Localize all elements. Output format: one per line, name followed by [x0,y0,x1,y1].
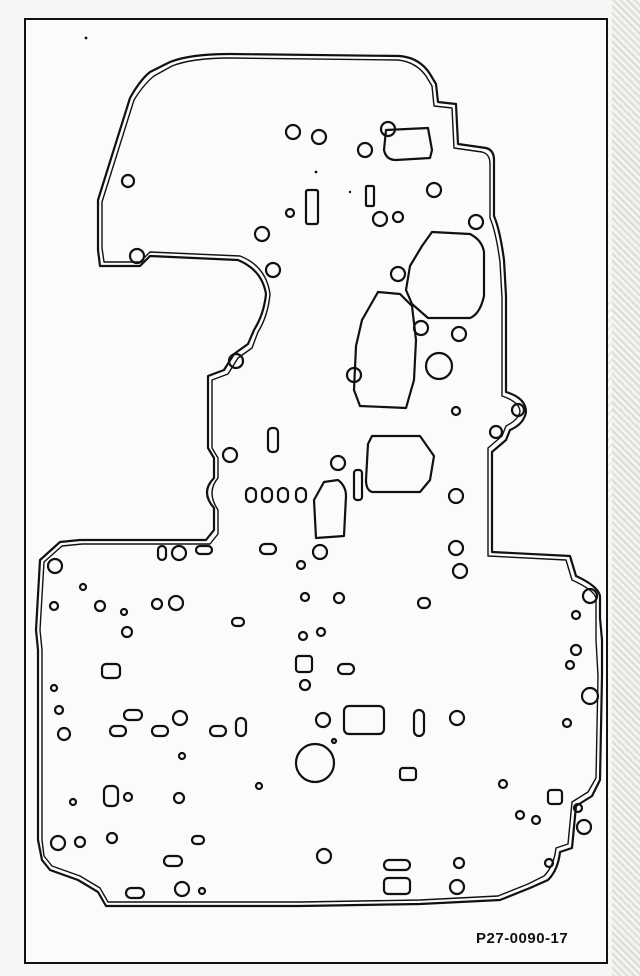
cavity-right-large [404,230,486,320]
plate-outline [34,52,604,908]
drawing-specks [84,36,352,194]
figure-reference-number: P27-0090-17 [476,930,569,947]
plate-outline-inner [39,57,599,903]
cavity-upper-right [382,126,434,162]
slot-ports [100,184,564,900]
cavity-middle [364,434,436,494]
halftone-shading-right [612,0,640,976]
figure-frame [24,18,608,964]
cavity-middle-left [352,290,418,410]
cavity-center-slot [312,478,348,540]
circular-ports [46,120,600,898]
